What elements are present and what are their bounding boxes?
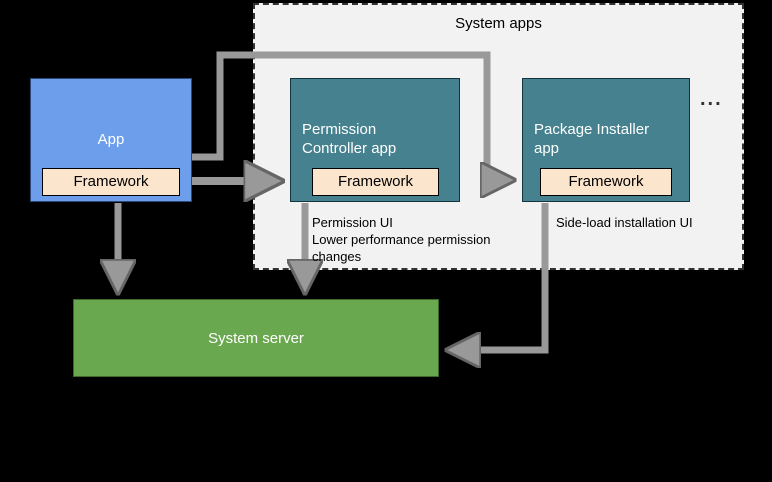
node-app-label: App — [97, 131, 125, 148]
node-package-installer-app-label-line2: app — [534, 140, 560, 157]
node-permission-controller-app-label: Permission Controller app — [302, 120, 452, 158]
node-permission-controller-app-label-line1: Permission — [302, 121, 377, 138]
node-system-server[interactable] — [73, 299, 439, 377]
package-installer-caption: Side-load installation UI — [556, 215, 693, 230]
app-framework-chip[interactable]: Framework — [42, 168, 180, 196]
package-installer-framework-chip[interactable]: Framework — [540, 168, 672, 196]
more-apps-ellipsis-icon: ... — [700, 88, 723, 110]
node-package-installer-app-label: Package Installer app — [534, 120, 684, 158]
node-permission-controller-app-label-line2: Controller app — [302, 140, 397, 157]
system-apps-group-label: System apps — [455, 15, 542, 32]
node-system-server-label: System server — [208, 330, 304, 347]
node-package-installer-app-label-line1: Package Installer — [534, 121, 650, 138]
permission-controller-framework-chip[interactable]: Framework — [312, 168, 439, 196]
permission-controller-caption: Permission UI Lower performance permissi… — [312, 215, 491, 264]
